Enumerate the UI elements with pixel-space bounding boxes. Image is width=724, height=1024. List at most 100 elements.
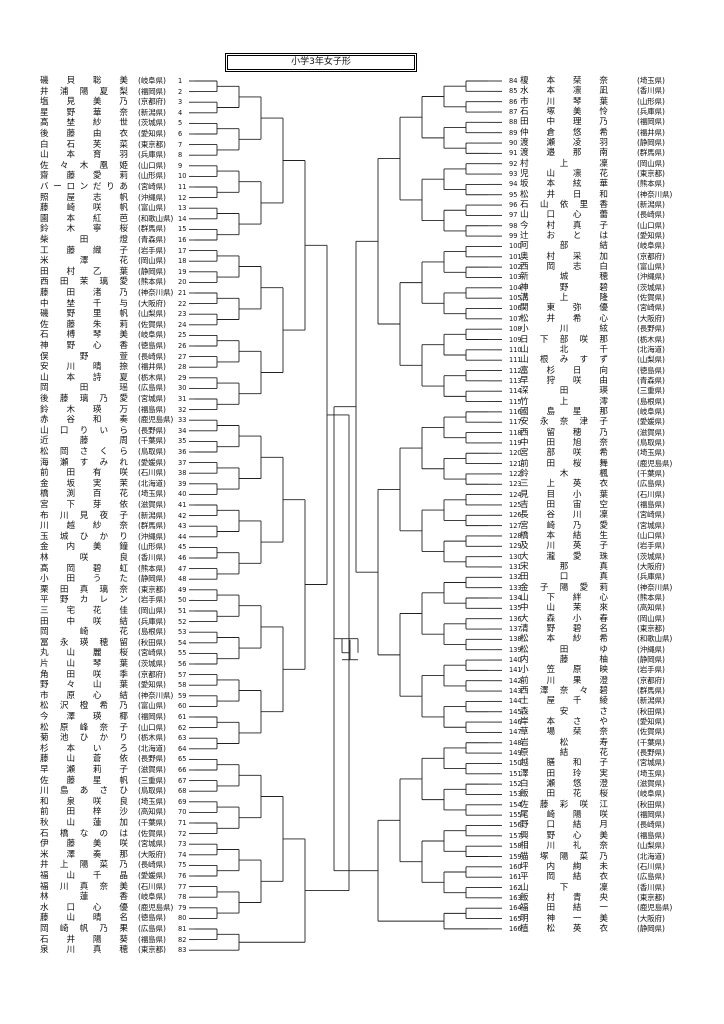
entry-number: 84	[509, 77, 518, 85]
prefecture: (岡山県)	[637, 613, 665, 623]
prefecture: (東京都)	[637, 624, 665, 634]
entry-row: 後藤由衣(愛知県)6	[0, 129, 724, 139]
entry-row: 新城穂(沖縄県)103	[0, 272, 724, 282]
entry-number: 94	[509, 180, 518, 189]
entry-row: 近藤周(千葉県)35	[0, 436, 724, 446]
entry-number: 136	[509, 614, 522, 623]
entry-number: 83	[178, 946, 187, 955]
competitor-name: 三上英衣	[520, 479, 608, 490]
entry-row: 岩松寿(千葉県)148	[0, 738, 724, 748]
competitor-name: 宋那真	[520, 561, 608, 572]
prefecture: (滋賀県)	[637, 779, 665, 789]
entry-number: 164	[509, 904, 522, 913]
prefecture: (宮城県)	[637, 520, 665, 530]
prefecture: (長野県)	[138, 754, 166, 764]
entry-number: 43	[178, 522, 187, 531]
entry-number: 21	[178, 289, 187, 297]
competitor-name: 相川礼奈	[520, 841, 608, 852]
prefecture: (鹿児島県)	[637, 458, 673, 468]
entry-number: 36	[178, 448, 187, 456]
prefecture: (長野県)	[637, 748, 665, 758]
competitor-name: 伊藤美咲	[40, 839, 128, 850]
entry-row: 藤崎咲帆(富山県)13	[0, 203, 724, 213]
prefecture: (神奈川県)	[637, 582, 673, 592]
prefecture: (京都府)	[138, 97, 166, 107]
entry-number: 45	[178, 543, 187, 552]
entry-number: 122	[509, 469, 522, 478]
competitor-name: 小川絃	[520, 324, 608, 335]
prefecture: (京都府)	[138, 669, 166, 679]
prefecture: (千葉県)	[138, 436, 166, 446]
competitor-name: 岡田瑶	[40, 383, 128, 394]
entry-row: 相川礼奈(山梨県)158	[0, 841, 724, 851]
entry-row: 田村乙葉(静岡県)19	[0, 267, 724, 277]
entry-row: 明神一美(大阪府)165	[0, 914, 724, 924]
entry-row: 三宅花佳(岡山県)51	[0, 606, 724, 616]
entry-row: 松井日和(神奈川県)95	[0, 190, 724, 200]
prefecture: (千葉県)	[138, 818, 166, 827]
entry-number: 123	[509, 480, 522, 489]
entry-row: 角田咲季(京都府)57	[0, 670, 724, 680]
prefecture: (京都府)	[637, 251, 665, 261]
entry-number: 121	[509, 459, 522, 468]
entry-row: 坪内絢未(石川県)160	[0, 862, 724, 872]
entry-number: 19	[178, 267, 187, 276]
entry-row: 髙岡碧虹(熊本県)47	[0, 564, 724, 574]
competitor-name: 田口真	[520, 572, 608, 583]
entry-number: 79	[178, 903, 187, 912]
competitor-name: 榎本栞奈	[520, 76, 608, 86]
prefecture: (愛媛県)	[138, 457, 166, 467]
entry-number: 151	[509, 769, 522, 778]
entry-number: 69	[178, 797, 187, 806]
entry-row: 林咲良(香川県)46	[0, 553, 724, 563]
prefecture: (岐阜県)	[138, 892, 166, 902]
prefecture: (石川県)	[637, 861, 665, 871]
competitor-name: 磯貝聡美	[40, 76, 128, 86]
competitor-name: 神野碧	[520, 282, 608, 293]
prefecture: (長崎県)	[138, 860, 166, 870]
entry-number: 58	[178, 681, 187, 690]
prefecture: (徳島県)	[138, 341, 166, 350]
competitor-name: 角田咲季	[40, 669, 128, 680]
entry-row: 布川見夜子(新潟県)42	[0, 511, 724, 521]
entry-row: 仲倉悠希(福井県)89	[0, 128, 724, 138]
entry-number: 54	[178, 638, 187, 647]
entry-row: 村上凜(岡山県)92	[0, 159, 724, 169]
competitor-name: 菊池ひかり	[40, 733, 128, 744]
prefecture: (静岡県)	[637, 923, 665, 933]
entry-row: 平野カレン(岩手県)50	[0, 595, 724, 605]
entry-number: 11	[178, 183, 187, 191]
competitor-name: 市川琴葉	[520, 96, 608, 107]
prefecture: (愛知県)	[138, 680, 166, 690]
entry-row: 見目小葉(石川県)124	[0, 490, 724, 500]
entry-row: 市原心結(神奈川県)59	[0, 691, 724, 701]
entry-row: 西澤奈々碧(群馬県)143	[0, 686, 724, 696]
entry-number: 12	[178, 193, 187, 202]
competitor-name: 小笠原映	[520, 665, 608, 676]
competitor-name: 坪内絢未	[520, 861, 608, 872]
competitor-name: 児山凛花	[520, 169, 608, 180]
competitor-name: 岡崎帆乃果	[40, 924, 128, 934]
entry-row: 内藤柚(静岡県)140	[0, 655, 724, 665]
entry-number: 156	[509, 821, 522, 830]
competitor-name: 市原心結	[40, 690, 128, 701]
prefecture: (愛媛県)	[637, 417, 665, 427]
entry-row: 中山茉來(高知県)135	[0, 603, 724, 613]
prefecture: (徳島県)	[138, 913, 166, 923]
prefecture: (静岡県)	[637, 138, 665, 148]
prefecture: (和歌山県)	[138, 213, 174, 223]
prefecture: (山形県)	[637, 96, 665, 106]
prefecture: (宮崎県)	[138, 648, 166, 658]
prefecture: (長崎県)	[138, 351, 166, 361]
entry-number: 124	[509, 490, 522, 499]
competitor-name: 小田うた	[40, 574, 128, 585]
entry-number: 37	[178, 458, 187, 467]
entry-row: 金内美鐘(山形県)45	[0, 542, 724, 552]
entry-number: 97	[509, 211, 518, 220]
entry-number: 33	[178, 416, 187, 425]
entry-row: 山口心蕾(長崎県)97	[0, 210, 724, 220]
competitor-name: 越膳和子	[520, 758, 608, 769]
prefecture: (佐賀県)	[138, 319, 166, 329]
entry-row: 米澤奏那(大阪府)74	[0, 850, 724, 860]
competitor-name: 松原峰奈子	[40, 722, 128, 733]
